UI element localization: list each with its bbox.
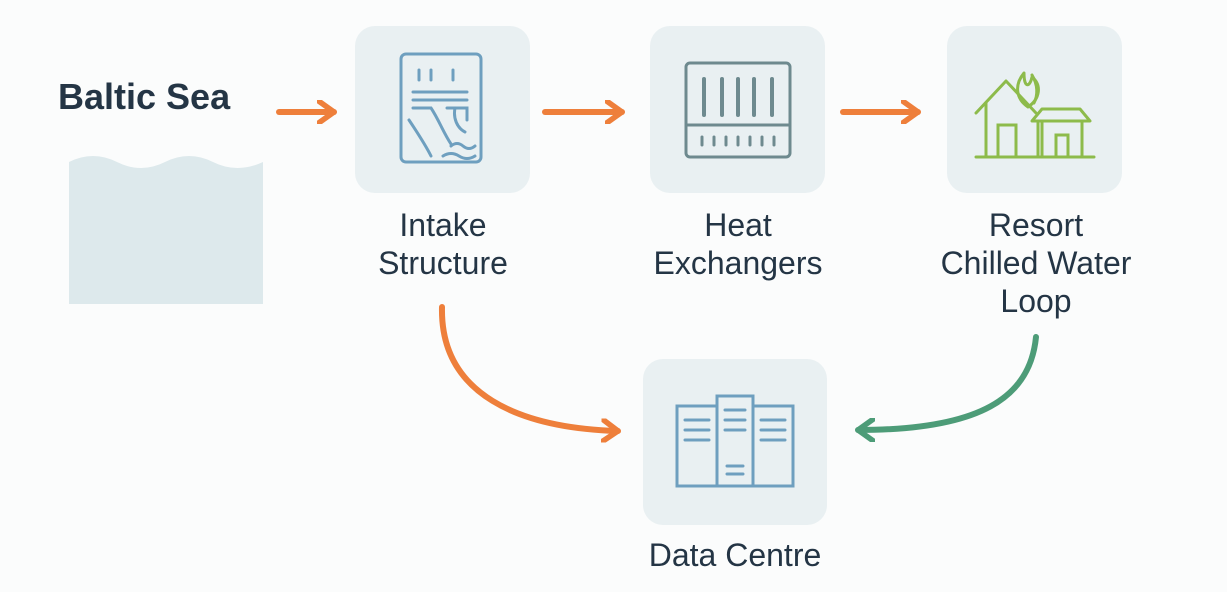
heat-exchangers-label-line1: Heat <box>704 207 772 243</box>
arrow-intake-to-data-centre <box>438 304 621 431</box>
resort-label-line2: Chilled Water <box>940 245 1132 281</box>
sea-water-icon <box>69 156 263 304</box>
server-rack-icon <box>675 394 795 488</box>
heat-exchangers-label-line2: Exchangers <box>653 245 823 281</box>
intake-structure-node <box>355 26 530 193</box>
intake-structure-label: Intake Structure <box>345 206 541 282</box>
resort-node <box>947 26 1122 193</box>
resort-label-line3: Loop <box>1000 283 1072 319</box>
resort-label: Resort Chilled Water Loop <box>918 206 1154 320</box>
heat-exchangers-node <box>650 26 825 193</box>
arrow-resort-to-data-centre <box>855 334 1039 430</box>
baltic-sea-label: Baltic Sea <box>58 76 231 117</box>
intake-structure-label-line1: Intake <box>399 207 487 243</box>
resort-label-line1: Resort <box>988 207 1084 243</box>
intake-structure-icon <box>399 52 482 163</box>
resort-house-icon <box>974 71 1095 158</box>
heat-exchanger-icon <box>684 61 791 158</box>
data-centre-node <box>643 359 827 525</box>
intake-structure-label-line2: Structure <box>378 245 508 281</box>
data-centre-label: Data Centre <box>648 537 822 573</box>
heat-exchangers-label: Heat Exchangers <box>636 206 840 282</box>
